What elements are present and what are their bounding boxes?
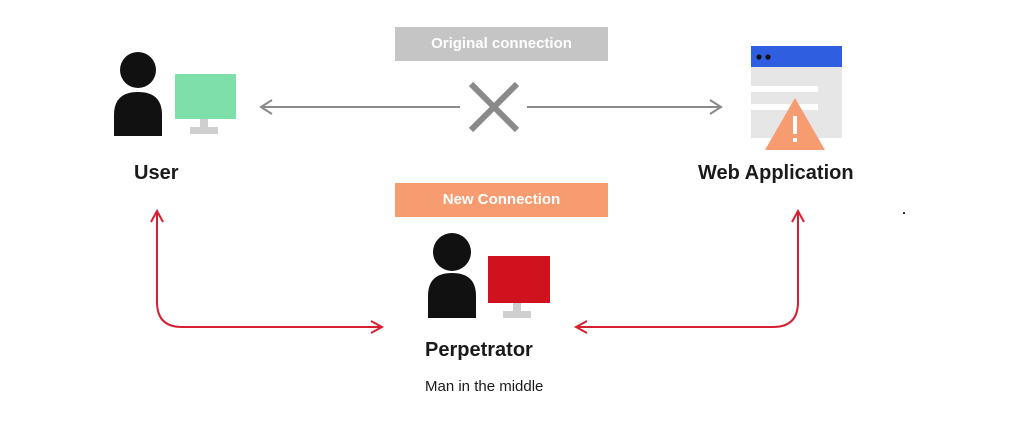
browser-warning-icon: [751, 46, 842, 150]
stray-dot: [903, 212, 905, 214]
user-icon: [114, 52, 236, 136]
user-monitor-icon: [175, 74, 236, 119]
perpetrator-subtitle: Man in the middle: [425, 378, 544, 395]
original-connection-line: [259, 99, 723, 115]
x-mark-icon: [468, 81, 520, 133]
perpetrator-web-connection: [573, 208, 805, 334]
user-perpetrator-connection: [150, 208, 385, 334]
web-application-title: Web Application: [698, 162, 854, 184]
perpetrator-icon: [428, 233, 550, 318]
perpetrator-monitor-icon: [488, 256, 550, 303]
new-connection-label: New Connection: [395, 183, 608, 217]
perpetrator-title: Perpetrator: [425, 339, 533, 361]
original-connection-label: Original connection: [395, 27, 608, 61]
user-title: User: [134, 162, 179, 184]
